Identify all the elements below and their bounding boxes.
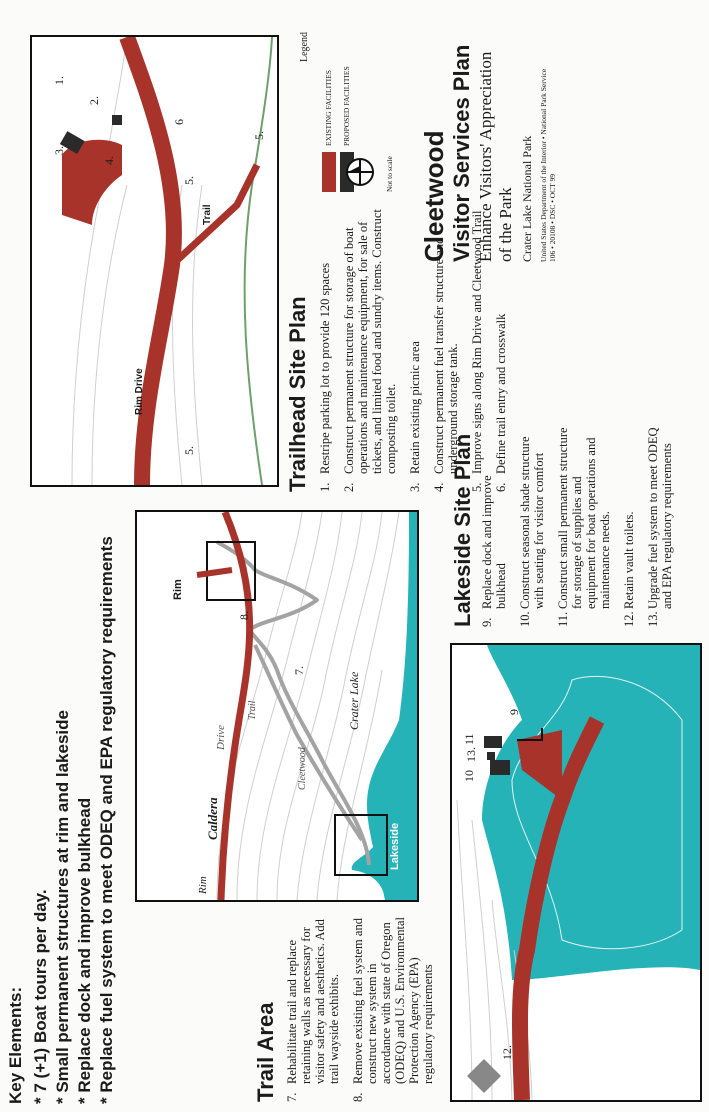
note-item: 12.Retain vault toilets. [622,511,636,627]
title-subtitle: Visitor Services Plan [449,44,474,262]
label-trail: Trail [247,700,258,720]
trailhead-site-map: 5. 5. 5. 3. 4. 2. 1. 6 Rim Drive Trail [30,35,279,487]
title-block: Cleetwood Visitor Services Plan Enhance … [419,7,557,262]
label-cleetwood: Cleetwood [297,747,308,790]
rim-drive [119,35,182,486]
label-5b: 5. [182,176,196,185]
label-3: 3. [52,146,66,155]
label-caldera: Caldera [205,797,220,840]
lakeside-site-map: 10 11 9 13. 12. [450,643,702,1102]
legend-existing-swatch [322,152,336,192]
crater-lake-water [367,512,417,900]
label-11: 11 [462,733,476,745]
trailhead-title: Trailhead Site Plan [285,296,310,492]
note-item: 8.Remove existing fuel system and constr… [351,917,435,1102]
key-item: * Replace fuel system to meet ODEQ and E… [97,536,116,1104]
label-rim-top: Rim [192,521,203,540]
note-item: 1.Restripe parking lot to provide 120 sp… [318,262,332,492]
park-name: Crater Lake National Park [520,135,534,262]
credit-1: United States Department of the Interior… [539,68,548,262]
trail-road [169,163,261,268]
lakeside-map-svg [452,645,700,1101]
label-lakeside: Lakeside [389,822,401,870]
legend-title: Legend [299,32,310,62]
note-item: 11.Construct small permanent structure f… [556,427,612,627]
label-9: 9 [507,709,521,715]
rim-drive-road [217,510,254,901]
key-item: * Small permanent structures at rim and … [53,710,72,1104]
label-crater-lake: Crater Lake [347,671,361,730]
key-item: * 7 (+1) Boat tours per day. [31,889,50,1104]
lakeside-road [511,716,605,1101]
title-tagline-1: Enhance Visitors' Appreciation [476,51,495,262]
label-8: 8. [237,611,251,620]
note-item: 2.Construct permanent structure for stor… [342,209,398,492]
proposed-structure [490,760,510,775]
label-rim-drive: Rim Drive [134,368,145,415]
label-7: 7. [292,666,306,675]
key-item: * Replace dock and improve bulkhead [75,797,94,1104]
lakeside-box [334,814,388,876]
title-tagline-2: of the Park [496,187,515,262]
trail-area-map: Rim Caldera Drive Trail Cleetwood Crater… [135,510,419,902]
trailhead-map-svg [59,35,273,486]
label-drive: Drive [215,724,227,750]
title-cleetwood: Cleetwood [419,130,449,262]
label-rim: Rim [197,876,209,894]
dock-outline [517,728,543,741]
north-arrow-icon [340,152,380,192]
key-elements-list: * 7 (+1) Boat tours per day. * Small per… [30,536,118,1104]
label-6: 6 [172,119,186,125]
lake-water [482,645,700,980]
key-elements-title: Key Elements: [6,986,25,1104]
label-13: 13. [464,747,478,762]
note-item: 13.Upgrade fuel system to meet ODEQ and … [646,427,674,627]
label-5c: 5. [252,131,266,140]
trail-area-notes: 7.Rehabilitate trail and replace retaini… [285,917,445,1102]
label-5a: 5. [182,446,196,455]
trail-area-title: Trail Area [253,1002,278,1102]
parking-lot [62,139,122,225]
label-10: 10 [462,770,476,782]
note-item: 10.Construct seasonal shade structure wi… [518,436,546,627]
vault-toilet [467,1059,501,1093]
label-12: 12. [500,1045,514,1060]
legend-existing-label: EXISTING FACILITIES [324,70,333,146]
note-item: 7.Rehabilitate trail and replace retaini… [285,919,341,1102]
trail-map-svg [196,510,417,901]
label-2: 2. [87,96,101,105]
green-boundary [243,36,273,486]
label-trail: Trail [202,204,213,225]
credit-2: 106 • 20108 • DSC • OCT 99 [548,174,557,262]
label-rim-box: Rim [172,579,184,600]
label-4: 4. [102,156,116,165]
legend-proposed-label: PROPOSED FACILITIES [342,66,351,146]
scale-note: Not to scale [385,156,394,192]
proposed-building [59,131,85,155]
label-1: 1. [52,76,66,85]
